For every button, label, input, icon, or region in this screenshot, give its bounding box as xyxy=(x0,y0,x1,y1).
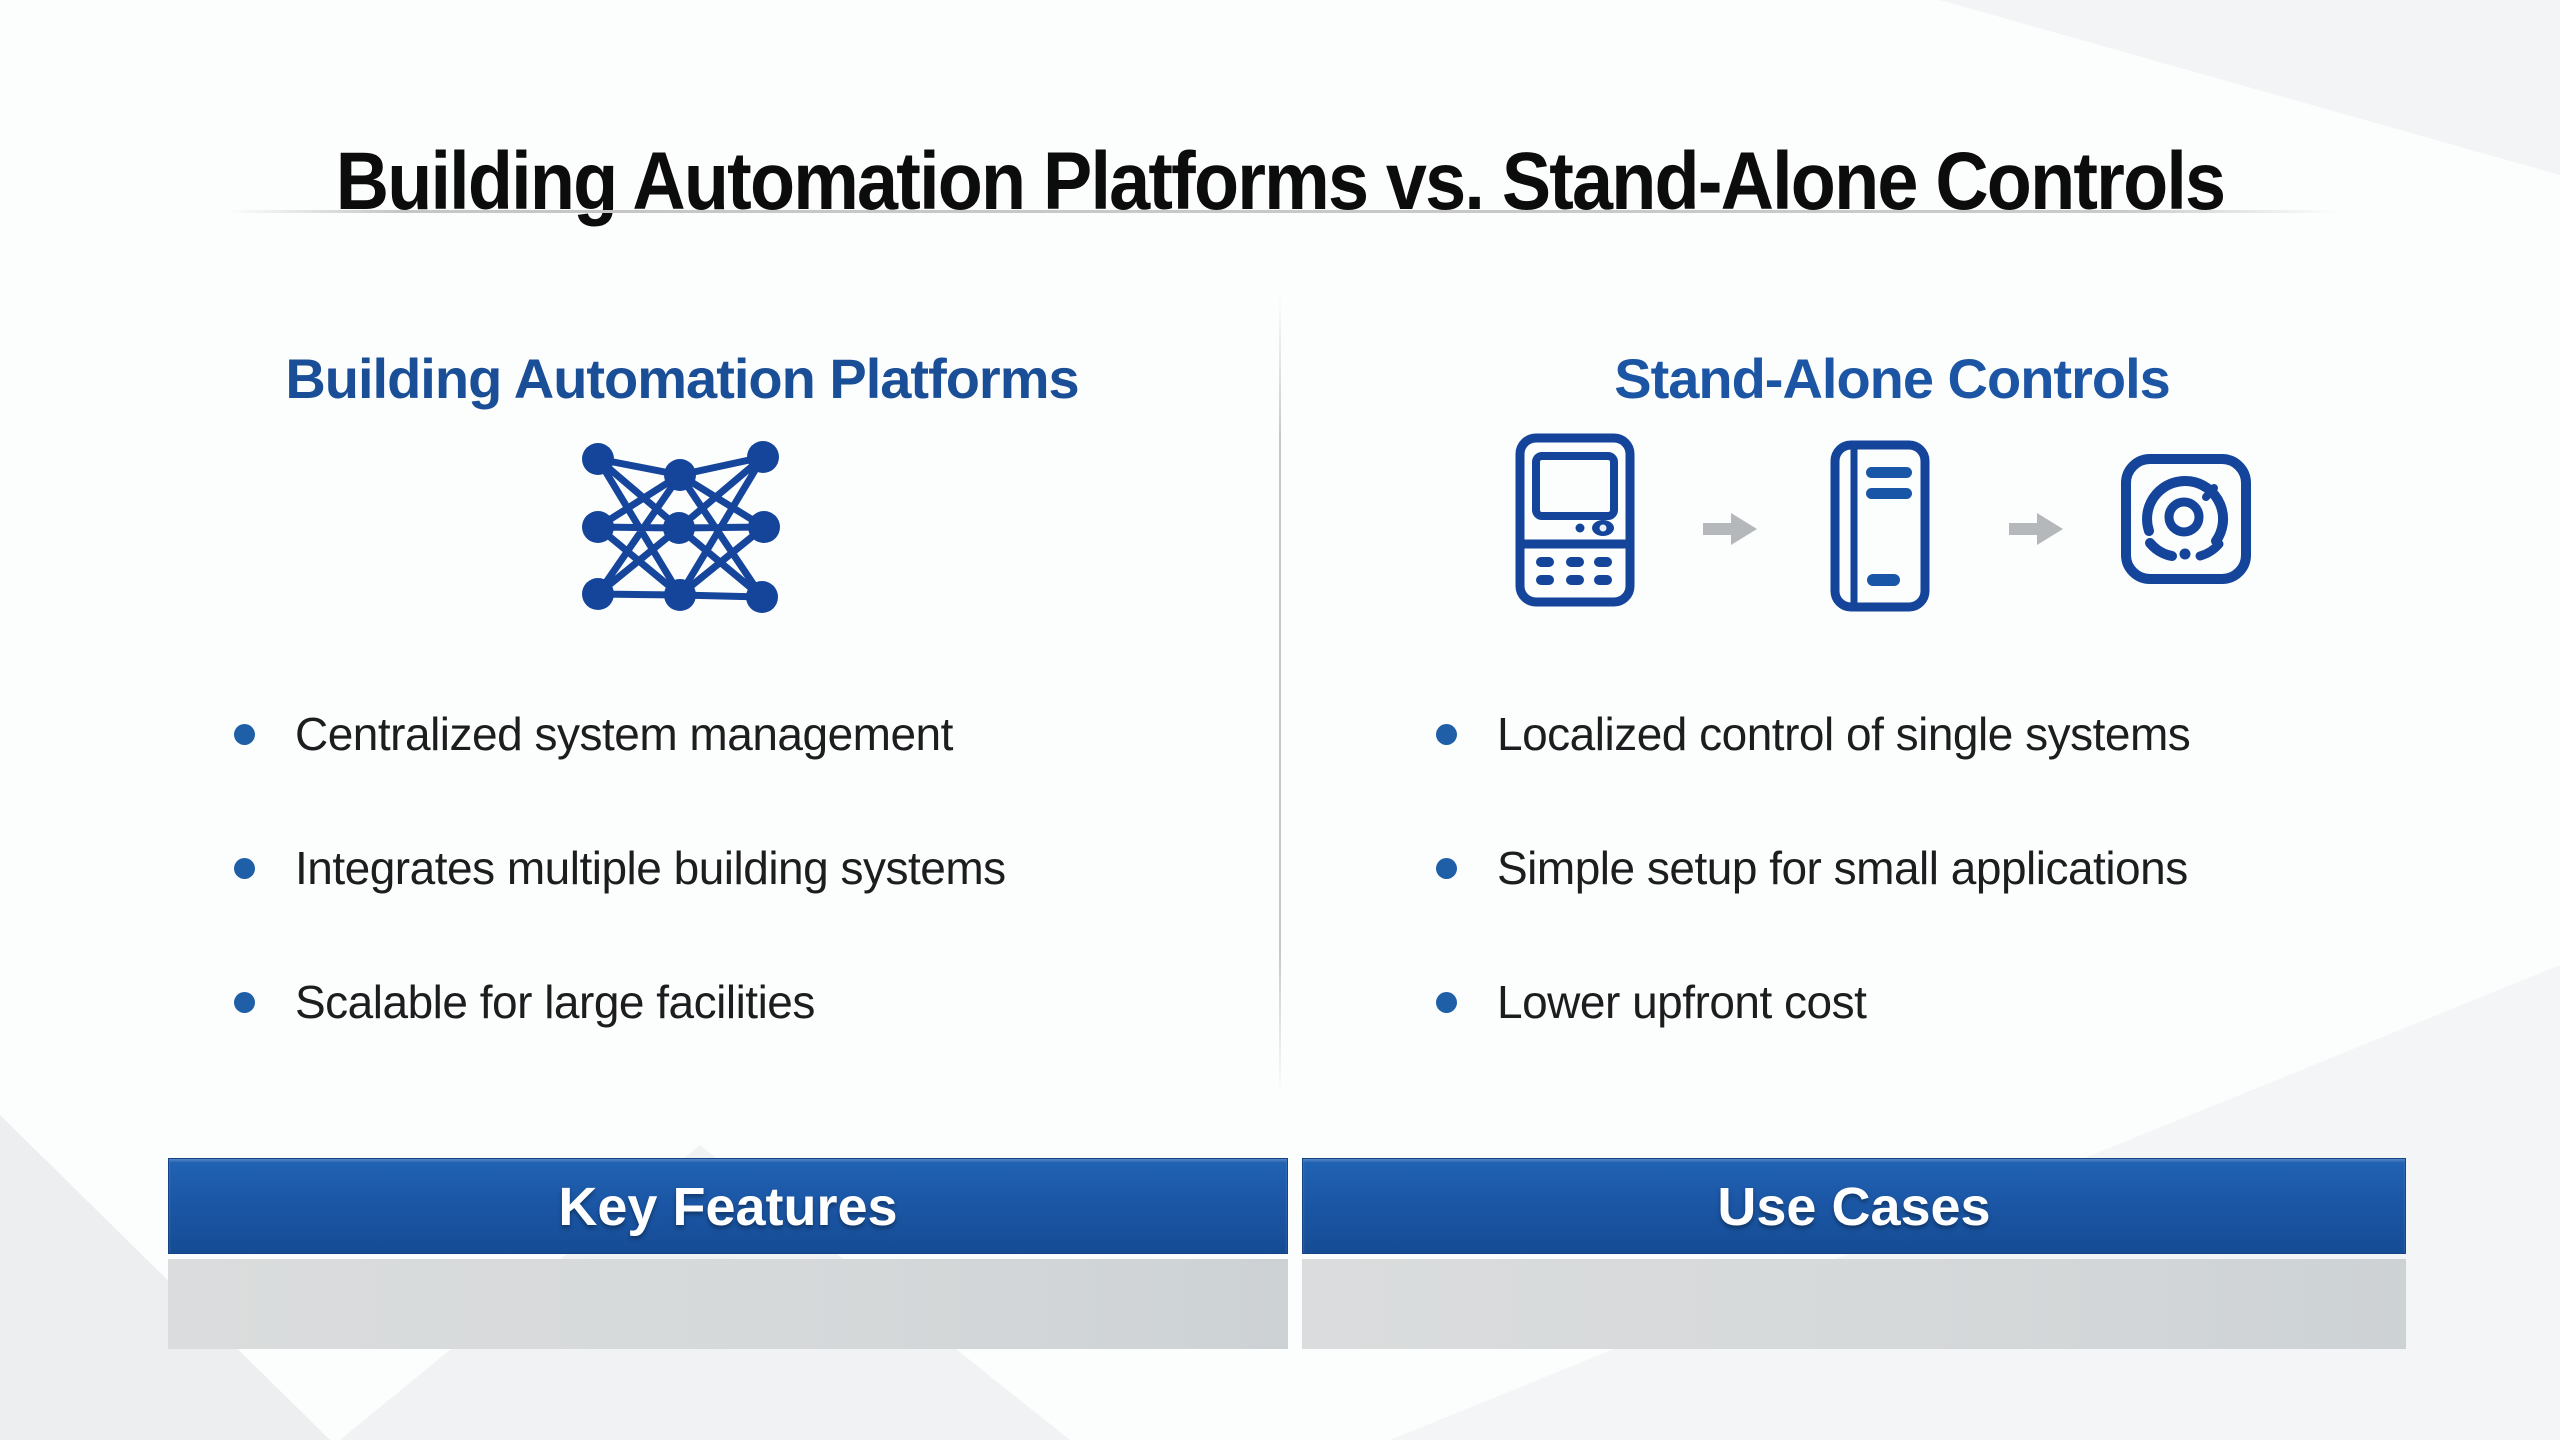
network-icon xyxy=(582,441,780,613)
bullet-dot-icon xyxy=(1436,724,1457,745)
left-column-heading: Building Automation Platforms xyxy=(285,347,1079,411)
bullet-text: Scalable for large facilities xyxy=(295,976,815,1028)
bullet-dot-icon xyxy=(234,858,255,879)
bullet-text: Integrates multiple building systems xyxy=(295,842,1006,894)
key-features-empty-row xyxy=(168,1259,1288,1349)
bullet-text: Lower upfront cost xyxy=(1497,976,1867,1028)
use-cases-header: Use Cases xyxy=(1302,1158,2406,1254)
bullet-dot-icon xyxy=(1436,858,1457,879)
control-device-icon xyxy=(1515,433,1635,607)
title-divider xyxy=(228,210,2336,213)
list-item: Scalable for large facilities xyxy=(232,971,1272,1033)
controller-tower-icon xyxy=(1830,440,1930,612)
bullet-dot-icon xyxy=(1436,992,1457,1013)
bullet-text: Localized control of single systems xyxy=(1497,708,2191,760)
right-column-heading: Stand-Alone Controls xyxy=(1614,347,2171,411)
arrow-right-icon xyxy=(1703,513,1757,545)
column-divider xyxy=(1279,295,1281,1095)
list-item: Centralized system management xyxy=(232,703,1272,765)
bullet-text: Centralized system management xyxy=(295,708,953,760)
arrow-right-icon xyxy=(2009,513,2063,545)
slide-title: Building Automation Platforms vs. Stand-… xyxy=(335,135,2226,227)
bullet-dot-icon xyxy=(234,724,255,745)
list-item: Simple setup for small applications xyxy=(1434,837,2524,899)
list-item: Lower upfront cost xyxy=(1434,971,2524,1033)
right-bullet-list: Localized control of single systems Simp… xyxy=(1434,703,2524,1105)
gauge-dial-icon xyxy=(2121,454,2251,584)
bullet-text: Simple setup for small applications xyxy=(1497,842,2188,894)
bullet-dot-icon xyxy=(234,992,255,1013)
left-bullet-list: Centralized system management Integrates… xyxy=(232,703,1272,1105)
list-item: Localized control of single systems xyxy=(1434,703,2524,765)
list-item: Integrates multiple building systems xyxy=(232,837,1272,899)
use-cases-empty-row xyxy=(1302,1259,2406,1349)
key-features-header: Key Features xyxy=(168,1158,1288,1254)
